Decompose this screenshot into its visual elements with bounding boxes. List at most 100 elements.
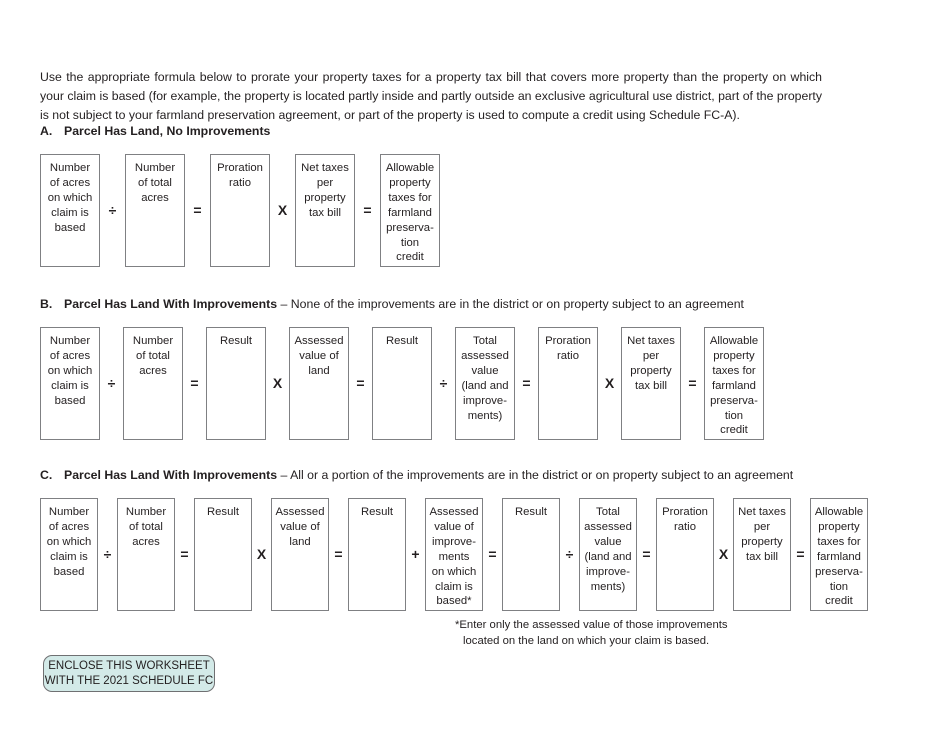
formula-box-line: Number: [125, 505, 167, 518]
formula-box[interactable]: Number of total acres: [123, 326, 183, 440]
formula-operator: ÷: [439, 375, 448, 392]
formula-box-line: land: [308, 364, 330, 377]
formula-box-line: tax bill: [308, 206, 341, 219]
formula-box-line: Result: [514, 505, 548, 518]
formula-box-line: taxes for: [712, 364, 756, 377]
section-a: A.Parcel Has Land, No Improvements Numbe…: [40, 124, 440, 267]
section-a-letter: A.: [40, 124, 53, 138]
formula-box-line: of acres: [49, 349, 91, 362]
formula-box-line: of total: [138, 176, 172, 189]
formula-box-line: based*: [436, 595, 472, 608]
formula-box-line: (land and: [461, 379, 509, 392]
formula-box-line: tion: [829, 580, 849, 593]
section-c: C.Parcel Has Land With Improvements – Al…: [40, 468, 868, 611]
formula-box[interactable]: Result: [372, 326, 432, 440]
formula-box-line: property: [389, 176, 431, 189]
formula-box-line: Number: [134, 161, 176, 174]
formula-box-line: improve-: [432, 535, 476, 548]
formula-operator: +: [411, 546, 420, 563]
formula-box-line: credit: [720, 424, 748, 437]
formula-box-line: Allowable: [385, 161, 435, 174]
formula-box-line: Net taxes: [738, 505, 786, 518]
enclose-worksheet-badge-bottom: ENCLOSE THIS WORKSHEET WITH THE 2021 SCH…: [43, 655, 215, 692]
formula-box-line: acres: [139, 364, 167, 377]
formula-box-line: (land and: [584, 550, 632, 563]
formula-box-line: Allowable: [814, 505, 864, 518]
formula-operator: =: [190, 375, 199, 392]
formula-box-line: based: [54, 221, 86, 234]
formula-box-line: of acres: [48, 520, 90, 533]
footnote-line-2: located on the land on which your claim …: [463, 635, 710, 648]
formula-box-line: claim is: [51, 379, 89, 392]
formula-box-line: tion: [400, 236, 420, 249]
formula-box[interactable]: Result: [194, 497, 252, 611]
formula-box-line: value: [471, 364, 499, 377]
formula-box-line: property: [741, 535, 783, 548]
formula-box[interactable]: Number of total acres: [125, 153, 185, 267]
formula-box-line: farmland: [388, 206, 432, 219]
formula-operator: =: [356, 375, 365, 392]
formula-box-line: ments: [438, 550, 470, 563]
formula-box-line: claim is: [51, 206, 89, 219]
formula-box-line: Number: [48, 505, 90, 518]
formula-operator: ÷: [107, 375, 116, 392]
formula-box-line: value: [594, 535, 622, 548]
formula-operator: =: [193, 202, 202, 219]
formula-box-line: of total: [129, 520, 163, 533]
formula-box-line: property: [630, 364, 672, 377]
formula-box-line: improve-: [463, 394, 507, 407]
section-b-heading: B.Parcel Has Land With Improvements – No…: [40, 297, 764, 313]
formula-box-line: farmland: [817, 550, 861, 563]
formula-box-line: farmland: [712, 379, 756, 392]
formula-box-line: Assessed: [294, 334, 344, 347]
formula-operator: ÷: [108, 202, 117, 219]
formula-box-line: value of: [280, 520, 320, 533]
formula-box-line: ments): [467, 409, 503, 422]
formula-box-line: Number: [49, 334, 91, 347]
formula-box-line: Number: [132, 334, 174, 347]
formula-box-line: ratio: [557, 349, 579, 362]
formula-box-line: land: [289, 535, 311, 548]
formula-box-line: improve-: [586, 565, 630, 578]
formula-box-line: on which: [47, 364, 93, 377]
formula-box[interactable]: Result: [348, 497, 406, 611]
formula-operator: ÷: [103, 546, 112, 563]
formula-box-line: per: [753, 520, 771, 533]
formula-box-line: value of: [299, 349, 339, 362]
formula-box[interactable]: Result: [206, 326, 266, 440]
formula-operator: ÷: [565, 546, 574, 563]
formula-box-line: credit: [396, 251, 424, 264]
intro-paragraph: Use the appropriate formula below to pro…: [40, 70, 822, 122]
formula-box-line: Total: [596, 505, 620, 518]
enclose-badge-bottom-line-2: WITH THE 2021 SCHEDULE FC: [44, 674, 214, 687]
formula-box-line: acres: [141, 191, 169, 204]
formula-box-line: of total: [136, 349, 170, 362]
formula-operator: =: [688, 375, 697, 392]
formula-operator: X: [718, 546, 729, 563]
formula-operator: X: [604, 375, 615, 392]
formula-box[interactable]: Result: [502, 497, 560, 611]
formula-box[interactable]: Assessed value of land: [289, 326, 349, 440]
formula-operator: X: [277, 202, 288, 219]
formula-box-line: preserva-: [386, 221, 434, 234]
